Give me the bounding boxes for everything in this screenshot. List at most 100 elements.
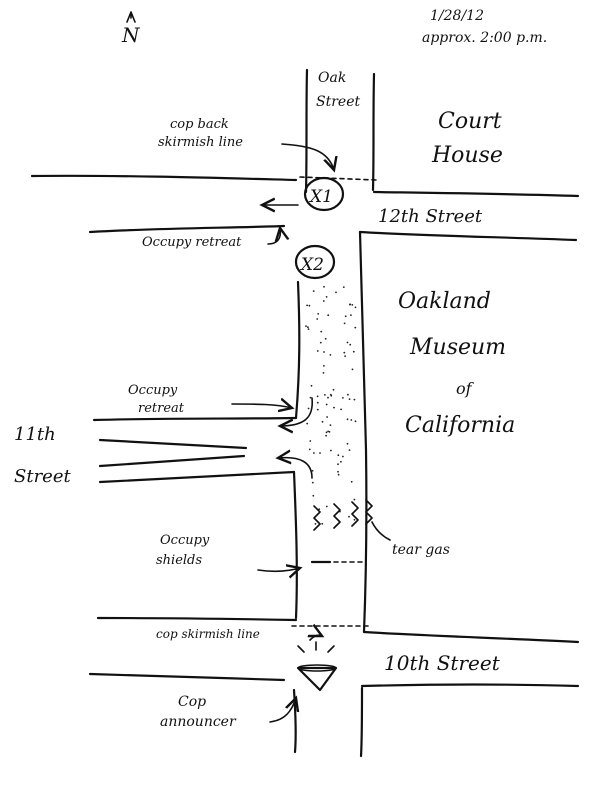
shields-pointer-arrow bbox=[257, 568, 300, 571]
crowd-dot bbox=[309, 440, 312, 442]
crowd-dot bbox=[354, 420, 357, 423]
oak-street-label-1: Oak bbox=[318, 70, 346, 86]
crowd-dot bbox=[325, 505, 328, 508]
occupy-retreat-middle: Occupy retreat bbox=[128, 383, 313, 479]
crowd-dot bbox=[308, 448, 311, 451]
crowd-dot bbox=[340, 460, 342, 463]
crowd-dot bbox=[346, 442, 349, 445]
crowd-dot bbox=[319, 452, 321, 454]
tear-gas-squiggle-3 bbox=[351, 501, 359, 527]
crowd-dot bbox=[325, 434, 327, 437]
crowd-dot bbox=[307, 328, 310, 330]
crowd-dot bbox=[307, 407, 310, 410]
cop-back-label-1: cop back bbox=[170, 117, 229, 132]
crowd-dot bbox=[320, 330, 323, 333]
crowd-dot bbox=[351, 368, 354, 371]
court-house-label-1: Court bbox=[438, 109, 502, 134]
crowd-dot bbox=[309, 396, 312, 399]
crowd-dot bbox=[353, 398, 356, 401]
retreat-pointer-arrow bbox=[267, 228, 280, 245]
announcer-pointer-arrow bbox=[269, 698, 296, 723]
marker-x2: X2 bbox=[294, 244, 336, 280]
crowd-dot bbox=[316, 350, 319, 352]
crowd-dot bbox=[308, 304, 311, 307]
crowd-dot bbox=[349, 303, 351, 306]
marker-x1-label: X1 bbox=[308, 187, 333, 207]
crowd-dot bbox=[323, 351, 325, 353]
crowd-dot bbox=[346, 341, 349, 344]
retreat-mid-curve-arrow bbox=[280, 397, 313, 426]
north-arrow-icon bbox=[126, 11, 136, 23]
crowd-dot bbox=[318, 508, 321, 510]
crowd-dot bbox=[317, 313, 320, 315]
cop-announcer-label-1: Cop bbox=[178, 694, 206, 710]
occupy-retreat-mid-label-2: retreat bbox=[138, 401, 185, 416]
retreat-low-curve-arrow bbox=[278, 458, 313, 479]
crowd-dot bbox=[350, 480, 353, 483]
crowd-dot bbox=[348, 398, 351, 400]
crowd-dot bbox=[316, 401, 319, 404]
crowd-dot bbox=[329, 424, 332, 426]
crowd-dot bbox=[313, 452, 315, 454]
occupy-shields-label-1: Occupy bbox=[160, 533, 210, 548]
crowd-dot bbox=[325, 431, 328, 434]
eleventh-street: 11th Street bbox=[14, 416, 298, 487]
twelfth-street: 12th Street bbox=[30, 174, 580, 242]
occupy-retreat-top: Occupy retreat bbox=[142, 205, 299, 250]
crowd-dot bbox=[312, 494, 315, 497]
crowd-dot bbox=[306, 304, 308, 307]
crowd-dot bbox=[325, 403, 328, 406]
time-note: approx. 2:00 p.m. bbox=[422, 30, 547, 46]
cop-back-dashed-line bbox=[299, 176, 377, 181]
museum-label-2: Museum bbox=[409, 335, 506, 360]
crowd-dot bbox=[310, 384, 313, 387]
crowd-dot bbox=[344, 315, 347, 318]
tenth-street: 10th Street bbox=[88, 616, 580, 688]
tear-gas-pointer bbox=[371, 521, 391, 541]
marker-x1: X1 bbox=[303, 176, 345, 212]
cop-announcer-label-2: announcer bbox=[160, 714, 237, 730]
cop-back-label-2: skirmish line bbox=[158, 135, 243, 150]
tear-gas: tear gas bbox=[313, 499, 450, 558]
crowd-dot bbox=[321, 420, 324, 423]
date-note: 1/28/12 bbox=[430, 8, 484, 24]
cop-skirmish-label: cop skirmish line bbox=[156, 627, 260, 641]
tenth-street-label: 10th Street bbox=[384, 651, 501, 675]
crowd-dot bbox=[348, 515, 350, 518]
crowd-dot bbox=[311, 481, 314, 484]
crowd-dot bbox=[319, 341, 322, 344]
crowd-dot bbox=[327, 396, 329, 399]
tear-gas-squiggle-1 bbox=[313, 505, 321, 531]
crowd-dot bbox=[327, 430, 329, 433]
crowd-dot bbox=[337, 470, 339, 473]
crowd-dot bbox=[323, 285, 325, 288]
cop-back-skirmish-line: cop back skirmish line bbox=[158, 117, 377, 181]
crowd-dot bbox=[342, 286, 345, 288]
marker-x2-label: X2 bbox=[299, 255, 324, 275]
crowd-dot bbox=[314, 523, 317, 525]
crowd-dot bbox=[323, 365, 325, 367]
crowd-dot bbox=[326, 416, 328, 418]
oak-street-north: Oak Street bbox=[304, 68, 376, 194]
crowd-dot bbox=[307, 326, 309, 329]
crowd-dot bbox=[305, 325, 307, 327]
occupy-shields: Occupy shields bbox=[156, 533, 365, 571]
crowd-dot bbox=[351, 304, 354, 306]
north-label: N bbox=[121, 23, 141, 47]
cop-skirmish-pointer-arrow bbox=[310, 635, 322, 641]
tear-gas-squiggle-4 bbox=[365, 499, 373, 525]
crowd-dot bbox=[354, 306, 357, 309]
megaphone-icon bbox=[296, 666, 338, 692]
crowd-dot bbox=[353, 498, 356, 501]
crowd-dot bbox=[352, 350, 355, 353]
crowd-dot bbox=[325, 296, 328, 298]
crowd-dot bbox=[312, 290, 315, 292]
eleventh-street-label-1: 11th bbox=[14, 424, 56, 445]
crowd-dot bbox=[316, 395, 319, 398]
crowd-dot bbox=[321, 522, 324, 525]
crowd-dot bbox=[340, 408, 342, 411]
crowd-dot bbox=[335, 291, 337, 294]
crowd-dots bbox=[305, 285, 357, 525]
north-indicator: N bbox=[121, 11, 141, 47]
cop-back-pointer-arrow bbox=[281, 143, 334, 170]
